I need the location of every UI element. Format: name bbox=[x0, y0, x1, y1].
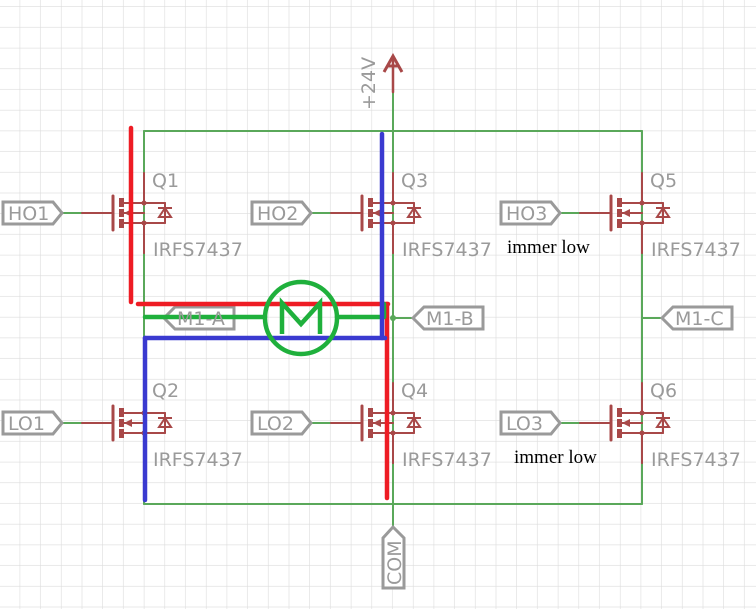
channel-segment bbox=[119, 198, 124, 207]
transistor-value: IRFS7437 bbox=[651, 449, 741, 471]
input-label: LO2 bbox=[257, 413, 294, 435]
channel-segment bbox=[368, 408, 373, 417]
transistor-value: IRFS7437 bbox=[651, 239, 741, 261]
input-label: LO3 bbox=[506, 413, 543, 435]
input-port-lo3 bbox=[499, 410, 562, 436]
channel-segment bbox=[368, 198, 373, 207]
transistor-value: IRFS7437 bbox=[153, 449, 243, 471]
channel-segment bbox=[119, 419, 124, 427]
supply-arrow-icon bbox=[382, 52, 404, 73]
body-arrow-icon bbox=[373, 209, 381, 217]
body-arrow-icon bbox=[622, 209, 630, 217]
transistor-name: Q6 bbox=[650, 380, 677, 402]
transistor-name: Q5 bbox=[650, 170, 677, 192]
channel-segment bbox=[617, 209, 622, 217]
parts bbox=[1, 52, 734, 590]
highlight-paths bbox=[128, 125, 391, 503]
transistor-value: IRFS7437 bbox=[402, 449, 492, 471]
diode-icon bbox=[157, 206, 173, 218]
pin-dot bbox=[639, 200, 645, 206]
com-label: COM bbox=[384, 540, 406, 585]
input-label: HO3 bbox=[506, 203, 547, 225]
channel-segment bbox=[617, 219, 622, 228]
pin-dot bbox=[390, 430, 396, 436]
input-port-lo1 bbox=[1, 410, 64, 436]
body-arrow-icon bbox=[622, 419, 630, 427]
channel-segment bbox=[368, 419, 373, 427]
pin-dot bbox=[390, 220, 396, 226]
pin-dot bbox=[639, 220, 645, 226]
diode-icon bbox=[655, 416, 671, 428]
pin-dot bbox=[639, 430, 645, 436]
input-label: HO1 bbox=[8, 203, 49, 225]
transistor-name: Q3 bbox=[401, 170, 428, 192]
input-label: HO2 bbox=[257, 203, 298, 225]
motor-icon bbox=[262, 279, 340, 357]
input-port-ho3 bbox=[499, 200, 562, 226]
pin-dot bbox=[141, 200, 147, 206]
transistor-name: Q2 bbox=[152, 380, 179, 402]
channel-segment bbox=[119, 408, 124, 417]
transistor-value: IRFS7437 bbox=[153, 239, 243, 261]
net-label-m1-c bbox=[659, 305, 734, 331]
input-label: LO1 bbox=[8, 413, 45, 435]
pin-dot bbox=[141, 220, 147, 226]
net-label-m1-b bbox=[410, 305, 485, 331]
body-arrow-icon bbox=[373, 419, 381, 427]
pin-dot bbox=[390, 410, 396, 416]
diode-icon bbox=[406, 416, 422, 428]
transistor-name: Q4 bbox=[401, 380, 428, 402]
channel-segment bbox=[617, 408, 622, 417]
note-text: immer low bbox=[507, 237, 590, 258]
net-label-text: M1-B bbox=[426, 308, 474, 330]
channel-segment bbox=[368, 209, 373, 217]
input-port-lo2 bbox=[250, 410, 313, 436]
channel-segment bbox=[617, 198, 622, 207]
channel-segment bbox=[368, 219, 373, 228]
diode-icon bbox=[406, 206, 422, 218]
channel-segment bbox=[119, 209, 124, 217]
net-label-text: M1-C bbox=[675, 308, 724, 330]
channel-segment bbox=[617, 419, 622, 427]
body-arrow-icon bbox=[124, 419, 132, 427]
motor-symbol bbox=[279, 297, 323, 334]
net-label-text: M1-A bbox=[177, 308, 225, 330]
note-text: immer low bbox=[514, 447, 597, 468]
channel-segment bbox=[617, 429, 622, 438]
channel-segment bbox=[368, 429, 373, 438]
diode-icon bbox=[655, 206, 671, 218]
channel-segment bbox=[119, 429, 124, 438]
channel-segment bbox=[119, 219, 124, 228]
pin-dot bbox=[390, 200, 396, 206]
input-port-ho1 bbox=[1, 200, 64, 226]
supply-label: +24V bbox=[358, 57, 380, 110]
transistor-value: IRFS7437 bbox=[402, 239, 492, 261]
diode-icon bbox=[157, 416, 173, 428]
input-port-ho2 bbox=[250, 200, 313, 226]
com-port bbox=[381, 524, 406, 590]
pin-dot bbox=[639, 410, 645, 416]
transistor-name: Q1 bbox=[152, 170, 179, 192]
